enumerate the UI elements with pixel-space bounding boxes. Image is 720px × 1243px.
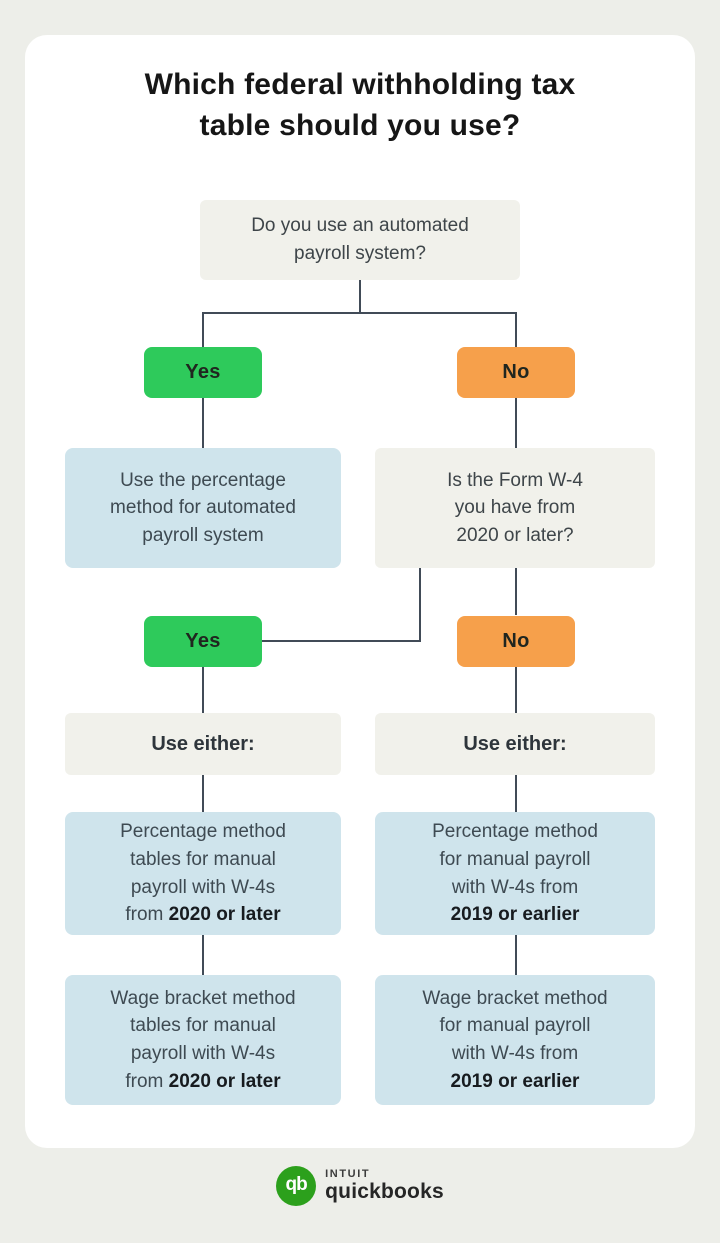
right-use-either-label: Use either: [463,732,567,755]
connector-yes2-header [202,667,204,713]
branch1-yes-pill: Yes [144,347,262,398]
option-wage-bracket-2019-bold: 2019 or earlier [450,1070,580,1092]
connector-yes1-result [202,398,204,448]
branch2-no-label: No [502,630,530,652]
option-percentage-method-2020: Percentage method tables for manual payr… [65,812,341,935]
connector-branch1-horizontal [202,312,517,314]
quickbooks-monogram: qb [285,1174,308,1195]
connector-branch1-yes-drop [202,312,204,348]
connector-left-header-option1 [202,775,204,812]
branch1-no-label: No [502,361,530,383]
connector-q2-yes-elbow-vertical [419,568,421,642]
option-wage-bracket-2020-bold: 2020 or later [168,1070,281,1092]
option-wage-bracket-2019-text: Wage bracket method for manual payroll w… [422,987,608,1092]
question-automated-payroll: Do you use an automated payroll system? [200,200,520,280]
connector-right-header-option1 [515,775,517,812]
branch2-yes-label: Yes [185,630,221,652]
option-wage-bracket-2020: Wage bracket method tables for manual pa… [65,975,341,1105]
left-use-either-label: Use either: [151,732,255,755]
branch1-yes-label: Yes [185,361,221,383]
option-percentage-method-2019: Percentage method for manual payroll wit… [375,812,655,935]
intuit-wordmark: INTUIT [325,1168,371,1180]
option-percentage-method-2019-bold: 2019 or earlier [450,904,580,926]
connector-q2-no-drop [515,568,517,615]
connector-no1-question2 [515,398,517,448]
branch1-no-pill: No [457,347,575,398]
question-form-w4-year: Is the Form W-4 you have from 2020 or la… [375,448,655,568]
connector-right-option1-option2 [515,935,517,975]
option-percentage-method-2019-text: Percentage method for manual payroll wit… [432,821,598,926]
left-use-either-header: Use either: [65,713,341,775]
result-automated-percentage-method: Use the percentage method for automated … [65,448,341,568]
connector-q1-stem [359,280,361,313]
connector-left-option1-option2 [202,935,204,975]
result-automated-percentage-method-text: Use the percentage method for automated … [110,469,296,546]
option-wage-bracket-2020-text: Wage bracket method tables for manual pa… [110,987,296,1092]
connector-q2-yes-elbow-horizontal [262,640,421,642]
option-wage-bracket-2019: Wage bracket method for manual payroll w… [375,975,655,1105]
brand-wordmark: INTUIT quickbooks [325,1168,444,1204]
page-title: Which federal withholding tax table shou… [144,68,576,143]
footer-brand: qb INTUIT quickbooks [0,1166,720,1206]
option-percentage-method-2020-bold: 2020 or later [168,904,281,926]
quickbooks-logo-icon: qb [276,1166,317,1206]
branch2-no-pill: No [457,616,575,667]
right-use-either-header: Use either: [375,713,655,775]
quickbooks-wordmark: quickbooks [325,1180,444,1203]
option-percentage-method-2020-text: Percentage method tables for manual payr… [120,821,286,926]
connector-no2-header [515,667,517,713]
branch2-yes-pill: Yes [144,616,262,667]
question-automated-payroll-text: Do you use an automated payroll system? [251,215,469,264]
question-form-w4-year-text: Is the Form W-4 you have from 2020 or la… [447,469,583,546]
connector-branch1-no-drop [515,312,517,348]
